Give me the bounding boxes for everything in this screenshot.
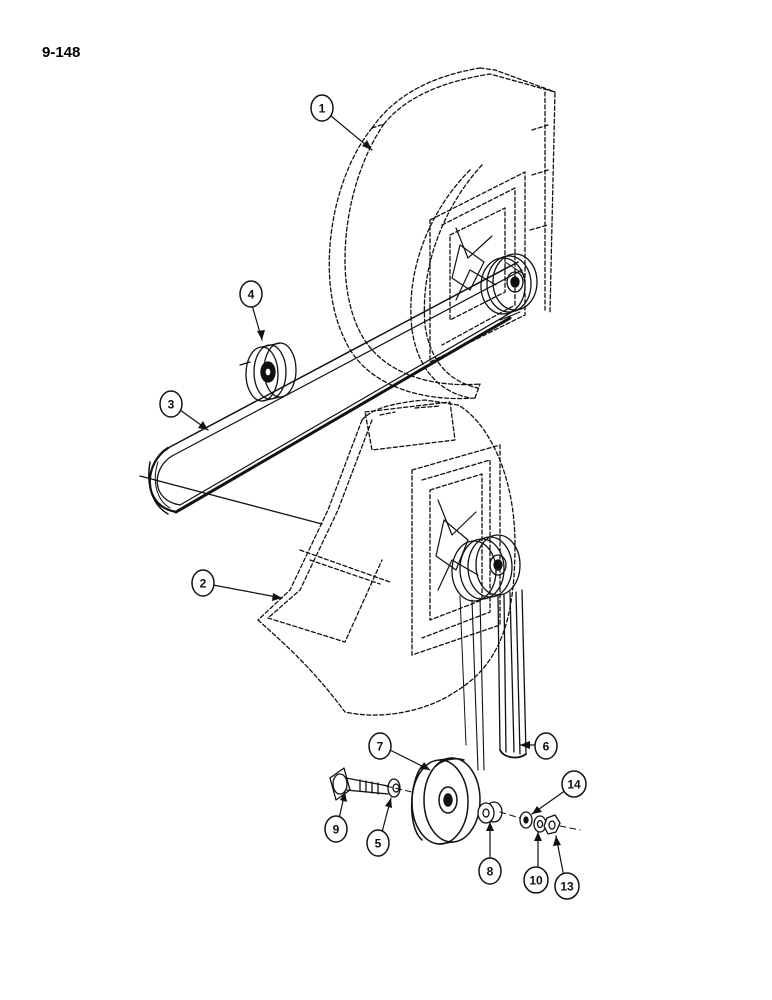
callout-10-label: 10 xyxy=(529,874,543,888)
callout-8: 8 xyxy=(478,857,502,885)
callout-5: 5 xyxy=(366,829,390,857)
lower-guard-bracket xyxy=(435,499,479,591)
leader-arrowheads xyxy=(198,140,561,846)
callout-14-label: 14 xyxy=(567,778,581,792)
callout-6-label: 6 xyxy=(543,740,550,754)
callout-10: 10 xyxy=(523,866,549,894)
callout-3-label: 3 xyxy=(168,398,175,412)
callout-7-label: 7 xyxy=(377,740,384,754)
callout-1-label: 1 xyxy=(319,102,326,116)
callout-9: 9 xyxy=(324,815,348,843)
lower-drive-pulley xyxy=(451,534,521,602)
upper-belt-guard xyxy=(328,67,556,400)
callout-5-label: 5 xyxy=(375,837,382,851)
center-axis-lines xyxy=(385,785,581,831)
callout-9-label: 9 xyxy=(333,823,340,837)
page-number: 9-148 xyxy=(42,44,81,61)
callout-2: 2 xyxy=(191,569,215,597)
flat-washer xyxy=(519,811,533,829)
callout-3: 3 xyxy=(159,390,183,418)
idler-pulley-upper xyxy=(239,342,297,402)
callout-1: 1 xyxy=(310,94,334,122)
callout-6: 6 xyxy=(534,732,558,760)
spacer xyxy=(387,778,401,798)
leader-lines xyxy=(179,115,567,878)
long-v-belt xyxy=(139,261,526,525)
bushing xyxy=(477,801,503,824)
callout-2-label: 2 xyxy=(200,577,207,591)
callout-13-label: 13 xyxy=(560,880,574,894)
callout-7: 7 xyxy=(368,732,392,760)
short-v-belts xyxy=(459,589,527,771)
callout-14: 14 xyxy=(561,770,587,798)
callout-13: 13 xyxy=(554,872,580,900)
callout-4-label: 4 xyxy=(248,288,255,302)
callout-8-label: 8 xyxy=(487,865,494,879)
nut xyxy=(543,814,561,835)
bolt xyxy=(329,767,389,801)
idler-pulley-lower xyxy=(411,757,481,845)
upper-drive-pulley xyxy=(480,253,538,315)
lower-belt-guard xyxy=(257,399,516,716)
callout-4: 4 xyxy=(239,280,263,308)
